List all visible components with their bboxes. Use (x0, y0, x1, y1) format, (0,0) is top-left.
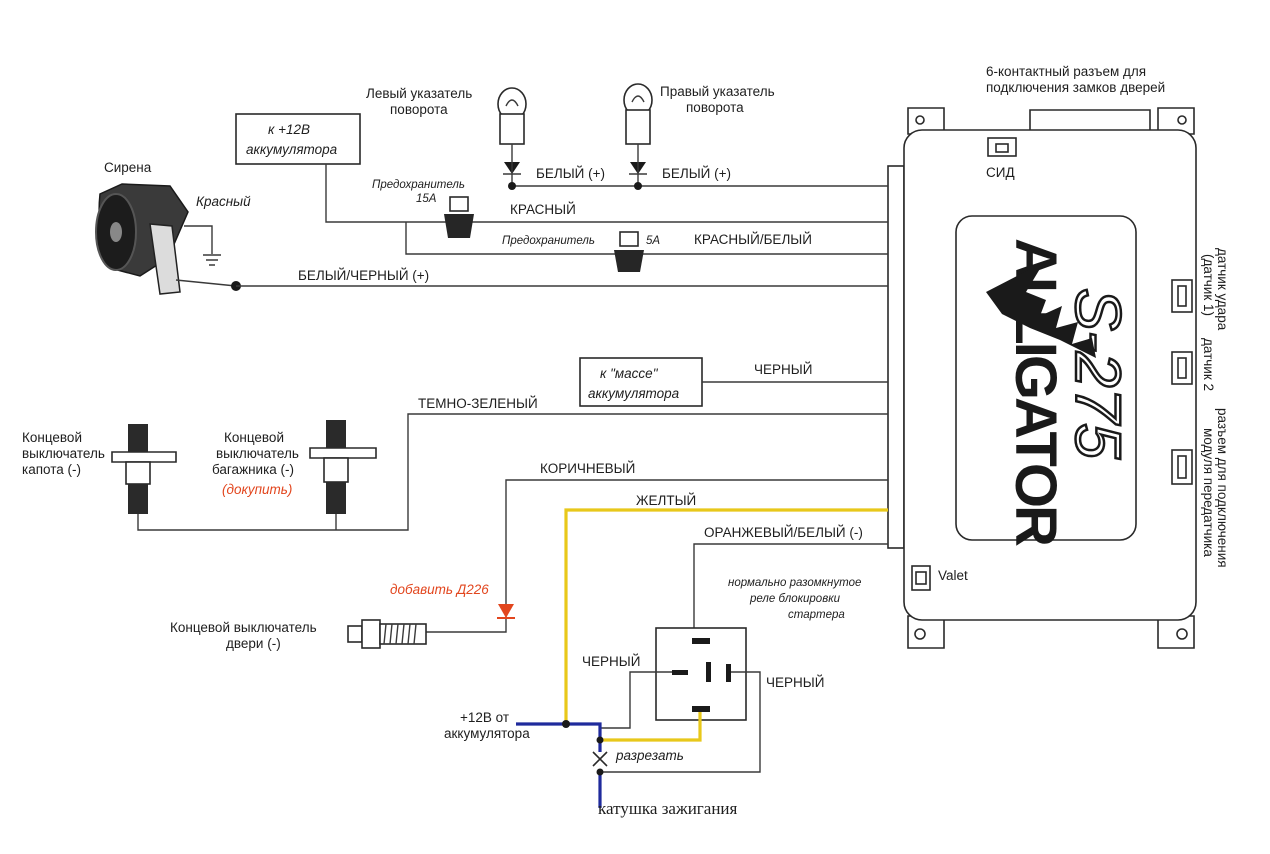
valet-label: Valet (938, 568, 968, 583)
trunk-switch-icon (309, 420, 377, 514)
relay-note-1: нормально разомкнутое (728, 577, 861, 589)
trunk-note: (докупить) (222, 482, 292, 497)
siren-label: Сирена (104, 160, 152, 175)
diode-note: добавить Д226 (390, 582, 489, 597)
model-text: S-275 (1062, 288, 1134, 459)
relay-black-right-label: ЧЕРНЫЙ (766, 675, 824, 690)
hood-switch-label-3: капота (-) (22, 462, 81, 477)
ignition-label: катушка зажигания (598, 799, 738, 818)
wire-white-black-label: БЕЛЫЙ/ЧЕРНЫЙ (+) (298, 268, 429, 283)
fuse15-label-2: 15А (416, 193, 437, 205)
transmitter-connector (1171, 449, 1193, 485)
sensor2-connector (1171, 351, 1193, 385)
sensor2-label: датчик 2 (1201, 338, 1216, 391)
right-turn-lamp-icon (623, 83, 653, 175)
wire-white1-label: БЕЛЫЙ (+) (536, 166, 605, 181)
fuse5-label-1: Предохранитель (502, 235, 595, 247)
battery-12v-label-1: +12В от (460, 710, 509, 725)
wire-white2-label: БЕЛЫЙ (+) (662, 166, 731, 181)
starter-relay (655, 627, 747, 721)
door-switch-icon (347, 619, 427, 649)
relay-note-2: реле блокировки (749, 593, 841, 605)
trunk-switch-label-2: выключатель (216, 446, 299, 461)
left-turn-label-2: поворота (390, 102, 448, 117)
alligator-jaw-graphic (986, 262, 1096, 358)
shock-sensor-connector (1171, 279, 1193, 313)
hood-switch-label-2: выключатель (22, 446, 105, 461)
transmitter-label-2: модуля передатчика (1201, 428, 1216, 557)
shock-sensor-label-2: (датчик 1) (1201, 254, 1216, 316)
led-label: СИД (986, 165, 1015, 180)
wire-red-label: КРАСНЫЙ (510, 202, 576, 217)
fuse-15a (444, 196, 474, 238)
wire-yellow-label: ЖЕЛТЫЙ (636, 493, 696, 508)
siren: Сирена Красный (95, 160, 251, 295)
wire-orange-white-label: ОРАНЖЕВЫЙ/БЕЛЫЙ (-) (704, 525, 863, 540)
shock-sensor-label-1: датчик удара (1215, 248, 1230, 331)
battery-plus-label-1: к +12В (268, 122, 310, 137)
diode-d226-icon (497, 604, 515, 619)
door-connector-label-2: подключения замков дверей (986, 80, 1165, 95)
wire-dark-green-label: ТЕМНО-ЗЕЛЕНЫЙ (418, 396, 538, 411)
right-turn-label-2: поворота (686, 100, 744, 115)
transmitter-label-1: разъем для подключения (1215, 408, 1230, 568)
right-turn-label-1: Правый указатель (660, 84, 775, 99)
battery-ground-label-1: к "массе" (600, 366, 659, 381)
left-turn-label-1: Левый указатель (366, 86, 472, 101)
battery-12v-label-2: аккумулятора (444, 726, 530, 741)
wire-red-white-label: КРАСНЫЙ/БЕЛЫЙ (694, 232, 812, 247)
trunk-switch-label-1: Концевой (224, 430, 284, 445)
siren-wire-label: Красный (196, 194, 251, 209)
battery-ground-label-2: аккумулятора (588, 386, 680, 401)
hood-switch-label-1: Концевой (22, 430, 82, 445)
wire-black-label: ЧЕРНЫЙ (754, 362, 812, 377)
alarm-control-unit: СИД Valet ALLIGATOR S-275 датчик удара (… (887, 64, 1230, 649)
relay-note-3: стартера (788, 609, 845, 621)
door-switch-label-2: двери (-) (226, 636, 281, 651)
cut-mark-icon (592, 751, 608, 767)
trunk-switch-label-3: багажника (-) (212, 462, 294, 477)
fuse15-label-1: Предохранитель (372, 179, 465, 191)
hood-switch-icon (111, 424, 177, 514)
battery-plus-label-2: аккумулятора (246, 142, 338, 157)
wire-brown-label: КОРИЧНЕВЫЙ (540, 461, 635, 476)
fuse-5a (614, 231, 644, 272)
cut-label: разрезать (615, 748, 684, 763)
door-connector-label-1: 6-контактный разъем для (986, 64, 1146, 79)
fuse5-label-2: 5А (646, 235, 660, 247)
relay-black-left-label: ЧЕРНЫЙ (582, 654, 640, 669)
door-switch-label-1: Концевой выключатель (170, 620, 317, 635)
